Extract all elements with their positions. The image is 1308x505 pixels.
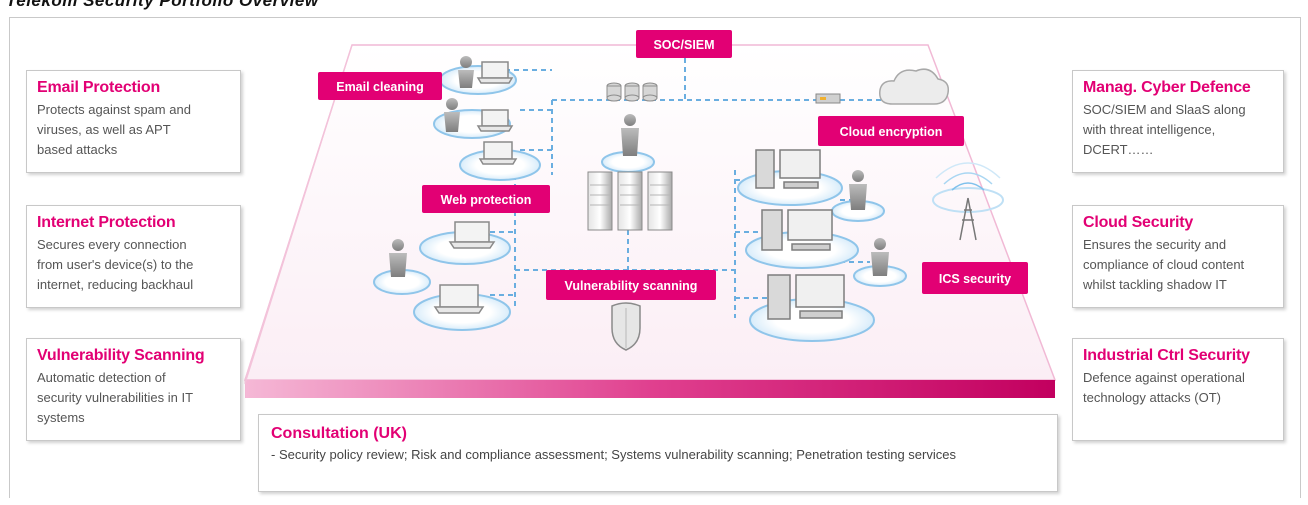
cloud-icon [879, 68, 950, 105]
label-web-protection-text: Web protection [441, 193, 532, 207]
label-soc-siem: SOC/SIEM [636, 30, 732, 58]
card-line: whilst tackling shadow IT [1083, 277, 1227, 292]
shield-icon [611, 302, 641, 351]
page-title-cut: Telekom Security Portfolio Overview [0, 0, 520, 10]
card-industrial-ctrl-security: Industrial Ctrl Security Defence against… [1072, 338, 1284, 441]
card-line: SOC/SIEM and SlaaS along [1083, 102, 1246, 117]
card-title: Industrial Ctrl Security [1083, 347, 1250, 364]
laptop-icon [433, 61, 518, 314]
card-line: security vulnerabilities in IT [37, 390, 194, 405]
card-internet-protection: Internet Protection Secures every connec… [26, 205, 241, 308]
card-text: - Security policy review; Risk and compl… [271, 447, 956, 462]
card-title: Consultation (UK) [271, 425, 407, 442]
card-line: technology attacks (OT) [1083, 390, 1221, 405]
card-line: from user's device(s) to the [37, 257, 194, 272]
router-icon [815, 93, 841, 104]
label-cloud-encryption-text: Cloud encryption [840, 125, 943, 139]
card-email-protection: Email Protection Protects against spam a… [26, 70, 241, 173]
label-ics-security-text: ICS security [939, 272, 1011, 286]
card-line: systems [37, 410, 85, 425]
card-line: Secures every connection [37, 237, 187, 252]
card-line: based attacks [37, 142, 118, 157]
server-rack-icon [587, 171, 673, 231]
card-line: compliance of cloud content [1083, 257, 1245, 272]
card-line: Ensures the security and [1083, 237, 1227, 252]
card-consultation: Consultation (UK) - Security policy revi… [258, 414, 1058, 492]
antenna-icon [935, 162, 1001, 241]
card-vulnerability-scanning: Vulnerability Scanning Automatic detecti… [26, 338, 241, 441]
label-cloud-encryption: Cloud encryption [818, 116, 964, 146]
card-line: internet, reducing backhaul [37, 277, 194, 292]
card-title: Cloud Security [1083, 214, 1194, 231]
page-title: Telekom Security Portfolio Overview [6, 0, 319, 10]
card-title: Manag. Cyber Defence [1083, 79, 1251, 96]
label-web-protection: Web protection [422, 185, 550, 213]
card-line: Protects against spam and [37, 102, 191, 117]
user-icon [389, 56, 889, 277]
label-ics-security: ICS security [922, 262, 1028, 294]
card-line: viruses, as well as APT [37, 122, 171, 137]
label-vulnerability-scanning-text: Vulnerability scanning [565, 279, 698, 293]
card-line: DCERT…… [1083, 142, 1154, 157]
card-title: Internet Protection [37, 214, 176, 231]
card-line: with threat intelligence, [1083, 122, 1216, 137]
card-line: Automatic detection of [37, 370, 166, 385]
label-email-cleaning: Email cleaning [318, 72, 442, 100]
card-managed-cyber-defence: Manag. Cyber Defence SOC/SIEM and SlaaS … [1072, 70, 1284, 173]
label-soc-siem-text: SOC/SIEM [653, 38, 714, 52]
label-email-cleaning-text: Email cleaning [336, 80, 424, 94]
database-icon [606, 82, 658, 102]
label-vulnerability-scanning: Vulnerability scanning [546, 270, 716, 300]
desktop-pc-icon [755, 149, 845, 320]
card-cloud-security: Cloud Security Ensures the security and … [1072, 205, 1284, 308]
card-title: Vulnerability Scanning [37, 347, 205, 364]
card-title: Email Protection [37, 79, 161, 96]
card-line: Defence against operational [1083, 370, 1245, 385]
